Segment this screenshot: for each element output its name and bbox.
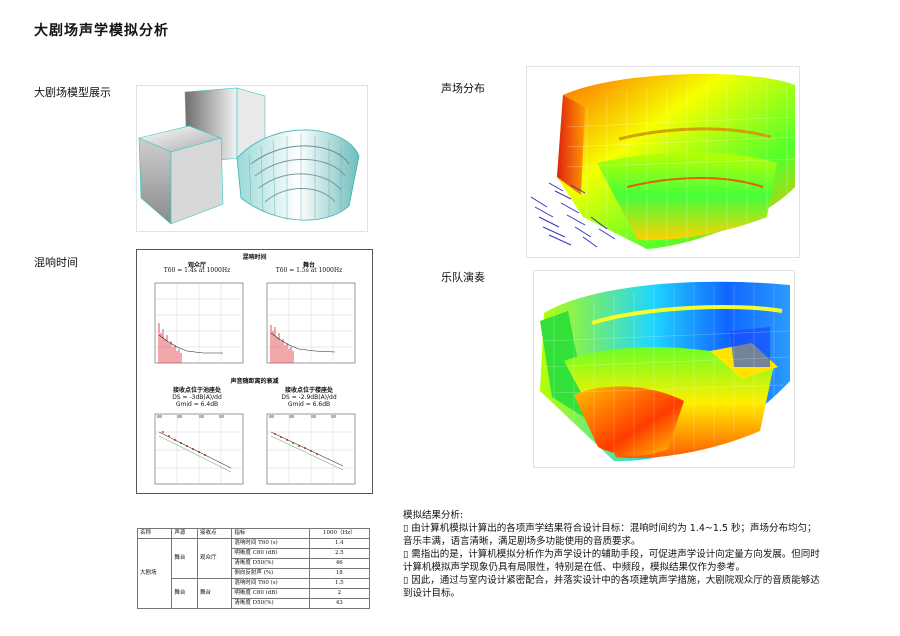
right-decay-gmid: Gmid = 6.6dB <box>287 401 331 408</box>
table-header-cell: 接收点 <box>197 528 233 539</box>
analysis-paragraph: ▯ 由计算机模拟计算出的各项声学结果符合设计目标：混响时间约为 1.4~1.5 … <box>403 522 823 548</box>
table-metric-cell: 混响时间 T60 (s) <box>231 538 310 549</box>
bullet-icon: ▯ <box>403 575 409 586</box>
table-value-cell: 1.4 <box>308 538 371 549</box>
table-metric-cell: 明晰度 C80 (dB) <box>231 588 310 599</box>
table-header-cell: 1000（Hz） <box>308 528 371 539</box>
analysis-heading: 模拟结果分析: <box>403 510 464 521</box>
section-label-model: 大剧场模型展示 <box>34 86 111 99</box>
table-header-cell: 指标 <box>231 528 310 539</box>
results-table-wrap: 名称 声源 接收点 指标 1000（Hz） 大剧场 舞台 观众厅 混响时间 T6… <box>136 528 371 609</box>
table-metric-cell: 明晰度 C80 (dB) <box>231 548 310 559</box>
decay-plot-left <box>154 413 244 485</box>
table-row: 舞台 舞台 混响时间 T60 (s) 1.5 <box>138 578 371 609</box>
analysis-text: 由计算机模拟计算出的各项声学结果符合设计目标：混响时间约为 1.4~1.5 秒；… <box>403 523 817 547</box>
table-row: 清晰度 D50(%) 43 <box>138 598 371 609</box>
left-chart-value: T60 = 1.4s at 1000Hz <box>163 267 231 274</box>
analysis-text: 需指出的是，计算机模拟分析作为声学设计的辅助手段，可促进声学设计向定量方向发展。… <box>403 549 820 573</box>
page-title: 大剧场声学模拟分析 <box>34 23 169 39</box>
model-illustration <box>138 87 360 225</box>
analysis-paragraph: ▯ 因此，通过与室内设计紧密配合，并落实设计中的各项建筑声学措施，大剧院观众厅的… <box>403 574 823 600</box>
table-value-cell: 1.5 <box>308 578 371 589</box>
orchestra-heatmap <box>540 281 791 462</box>
right-chart-name: 舞台 <box>302 262 315 269</box>
table-header-cell: 名称 <box>136 528 173 539</box>
left-decay-gmid: Gmid = 6.4dB <box>175 401 219 408</box>
left-decay-name: 接收点位于池座处 <box>172 387 221 394</box>
model-image <box>136 85 368 232</box>
sound-field-image <box>526 66 800 258</box>
bullet-icon: ▯ <box>403 549 409 560</box>
table-row: 大剧场 舞台 观众厅 混响时间 T60 (s) 1.4 <box>136 538 371 609</box>
bullet-icon: ▯ <box>403 523 409 534</box>
table-metric-cell: 清晰度 D50(%) <box>231 598 310 609</box>
right-decay-name: 接收点位于楼座处 <box>284 387 333 394</box>
table-value-cell: 18 <box>308 568 371 579</box>
table-group-cell: 舞台 <box>197 578 233 609</box>
analysis-text: 因此，通过与室内设计紧密配合，并落实设计中的各项建筑声学措施，大剧院观众厅的音质… <box>403 575 820 599</box>
right-chart-value: T60 = 1.5s at 1000Hz <box>275 267 343 274</box>
left-decay-ds: DS = -3dB(A)/dd <box>172 394 222 401</box>
table-venue-cell: 大剧场 <box>136 538 173 609</box>
decay-plot-right <box>266 413 356 485</box>
decay-title: 声音随距离的衰减 <box>230 378 279 385</box>
reverb-plot-right <box>266 282 356 364</box>
table-metric-cell: 混响时间 T60 (s) <box>231 578 310 589</box>
table-header-cell: 声源 <box>171 528 199 539</box>
reverb-chart-title: 混响时间 <box>242 254 267 261</box>
table-metric-cell: 清晰度 D50(%) <box>231 558 310 569</box>
table-value-cell: 2.5 <box>308 548 371 559</box>
table-source-cell: 舞台 <box>171 538 199 579</box>
section-label-orchestra: 乐队演奏 <box>441 271 485 284</box>
orchestra-image <box>533 270 795 468</box>
table-source-cell: 舞台 <box>171 578 199 609</box>
right-decay-ds: DS = -2.9dB(A)/dd <box>281 394 337 401</box>
left-chart-name: 观众厅 <box>187 262 206 269</box>
reverb-plot-left <box>154 282 244 364</box>
sound-field-heatmap <box>530 73 796 249</box>
reverb-chart: 混响时间 观众厅 T60 = 1.4s at 1000Hz 舞台 T60 = 1… <box>136 249 373 494</box>
results-table: 名称 声源 接收点 指标 1000（Hz） 大剧场 舞台 观众厅 混响时间 T6… <box>136 528 371 609</box>
table-group-cell: 观众厅 <box>197 538 233 579</box>
section-label-field: 声场分布 <box>441 82 485 95</box>
table-header-row: 名称 声源 接收点 指标 1000（Hz） <box>136 528 371 539</box>
table-value-cell: 46 <box>308 558 371 569</box>
analysis-block: 模拟结果分析: ▯ 由计算机模拟计算出的各项声学结果符合设计目标：混响时间约为 … <box>403 509 823 600</box>
table-metric-cell: 侧向反射声 (%) <box>231 568 310 579</box>
table-value-cell: 43 <box>308 598 371 609</box>
section-label-reverb: 混响时间 <box>34 256 78 269</box>
analysis-paragraph: ▯ 需指出的是，计算机模拟分析作为声学设计的辅助手段，可促进声学设计向定量方向发… <box>403 548 823 574</box>
table-value-cell: 2 <box>308 588 371 599</box>
